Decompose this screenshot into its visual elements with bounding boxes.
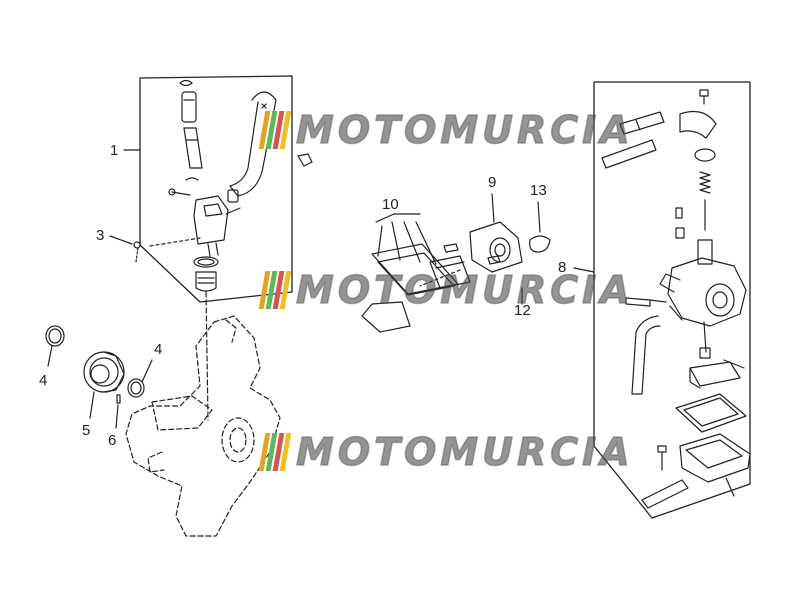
oring-4-right	[127, 359, 153, 398]
watermark-logo	[258, 111, 292, 149]
callout-5: 5	[82, 422, 91, 439]
intake-manifold-5	[83, 351, 125, 419]
crankcase-outline	[125, 291, 281, 537]
watermark-text: MOTOMURCIA	[295, 107, 634, 153]
callout-13: 13	[530, 182, 547, 199]
callout-8: 8	[558, 259, 567, 276]
fuel-tap-parts	[149, 79, 313, 292]
carburetor-group-frame	[573, 81, 751, 519]
fuel-tap-group-frame	[139, 75, 293, 303]
callout-9: 9	[488, 174, 497, 191]
callout-10: 10	[382, 196, 399, 213]
pin-6	[115, 394, 121, 429]
watermark-bottom: MOTOMURCIA	[258, 429, 634, 475]
watermark-text: MOTOMURCIA	[295, 267, 634, 313]
oring-4-left	[45, 325, 65, 367]
watermark-logo	[258, 433, 292, 471]
watermark-logo	[258, 271, 292, 309]
callout-4-right: 4	[154, 341, 163, 358]
callout-1: 1	[110, 142, 119, 159]
watermark-text: MOTOMURCIA	[295, 429, 634, 475]
leader-lines-left	[109, 149, 141, 263]
reed-valve-parts	[361, 193, 551, 333]
watermark-middle: MOTOMURCIA	[258, 267, 634, 313]
carburetor-parts	[601, 89, 751, 509]
watermark-top: MOTOMURCIA	[258, 107, 634, 153]
callout-3: 3	[96, 227, 105, 244]
callout-4-left: 4	[39, 372, 48, 389]
callout-12: 12	[514, 302, 531, 319]
callout-6: 6	[108, 432, 117, 449]
